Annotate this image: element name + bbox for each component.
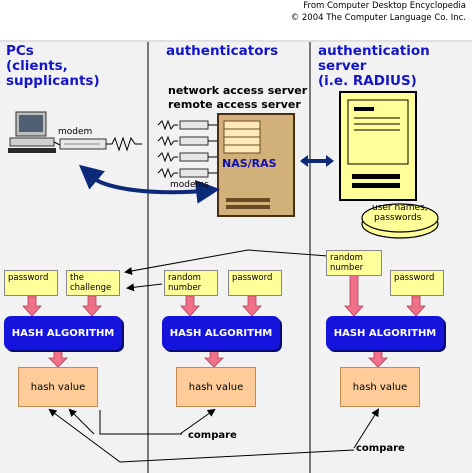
nas-title-line1: network access server bbox=[168, 84, 308, 97]
auth-password-box: password bbox=[228, 270, 282, 296]
client-modem-label: modem bbox=[58, 127, 93, 137]
server-header: authentication server (i.e. RADIUS) bbox=[318, 44, 472, 89]
client-challenge-text-1: the bbox=[70, 273, 84, 283]
credit-line-1: From Computer Desktop Encyclopedia bbox=[303, 1, 466, 11]
passwords-label: passwords bbox=[374, 213, 422, 223]
compare-label-server: compare bbox=[356, 443, 405, 454]
user-names-label: user names, bbox=[372, 203, 428, 213]
client-line-zigzag bbox=[106, 136, 142, 152]
server-hash-algorithm: HASH ALGORITHM bbox=[326, 316, 444, 350]
client-password-text: password bbox=[8, 273, 49, 283]
client-arrowhead bbox=[78, 164, 105, 190]
nas-ras-label: NAS/RAS bbox=[222, 157, 277, 170]
auth-hash-algorithm: HASH ALGORITHM bbox=[162, 316, 280, 350]
pcs-header: PCs (clients, supplicants) bbox=[6, 44, 100, 89]
random-to-challenge-arrow bbox=[124, 249, 329, 275]
client-hash-algorithm: HASH ALGORITHM bbox=[4, 316, 122, 350]
server-header-line1: authentication server bbox=[318, 43, 430, 74]
server-random-text-1: random bbox=[330, 253, 363, 263]
auth-random-box: random number bbox=[164, 270, 218, 296]
client-modem-icon bbox=[59, 138, 107, 150]
pc-computer-icon bbox=[8, 111, 61, 153]
nas-radius-arrow-left bbox=[300, 155, 308, 167]
compare-label-auth: compare bbox=[188, 430, 237, 441]
pcs-header-line3: supplicants) bbox=[6, 73, 100, 89]
compare-arrow-auth bbox=[179, 408, 216, 435]
nas-modem-bank bbox=[157, 119, 218, 179]
nas-title-line2: remote access server bbox=[168, 98, 301, 111]
nas-modems-label: modems bbox=[170, 180, 209, 190]
client-challenge-text-2: challenge bbox=[70, 283, 112, 293]
client-password-box: password bbox=[4, 270, 58, 296]
compare-arrow-client-a bbox=[68, 408, 95, 435]
compare-arrow-server bbox=[353, 408, 380, 449]
compare-arrow-client-b bbox=[48, 408, 355, 463]
client-challenge-box: the challenge bbox=[66, 270, 120, 296]
input-to-hash-arrows bbox=[22, 273, 426, 317]
client-hash-value: hash value bbox=[18, 367, 98, 407]
server-random-box: random number bbox=[326, 250, 382, 276]
auth-random-text-1: random bbox=[168, 273, 201, 283]
top-band bbox=[0, 40, 472, 42]
pcs-header-line1: PCs bbox=[6, 43, 34, 59]
user-database-disk bbox=[361, 203, 439, 239]
pcs-header-line2: (clients, bbox=[6, 58, 68, 74]
auth-password-text: password bbox=[232, 273, 273, 283]
auth-hash-value: hash value bbox=[176, 367, 256, 407]
compare-line-left-a bbox=[99, 410, 182, 435]
credit-line-2: © 2004 The Computer Language Co. Inc. bbox=[290, 13, 466, 23]
auth-random-to-client-arrow bbox=[126, 283, 163, 292]
radius-server-icon bbox=[339, 91, 417, 201]
auth-random-text-2: number bbox=[168, 283, 202, 293]
server-password-text: password bbox=[394, 273, 435, 283]
server-header-line2: (i.e. RADIUS) bbox=[318, 73, 417, 89]
server-hash-value: hash value bbox=[340, 367, 420, 407]
nas-server-box bbox=[217, 113, 295, 217]
server-password-box: password bbox=[390, 270, 444, 296]
nas-radius-arrow-right bbox=[326, 155, 334, 167]
authenticators-header: authenticators bbox=[166, 43, 279, 59]
hash-to-value-arrows bbox=[48, 349, 388, 368]
server-random-text-2: number bbox=[330, 263, 364, 273]
